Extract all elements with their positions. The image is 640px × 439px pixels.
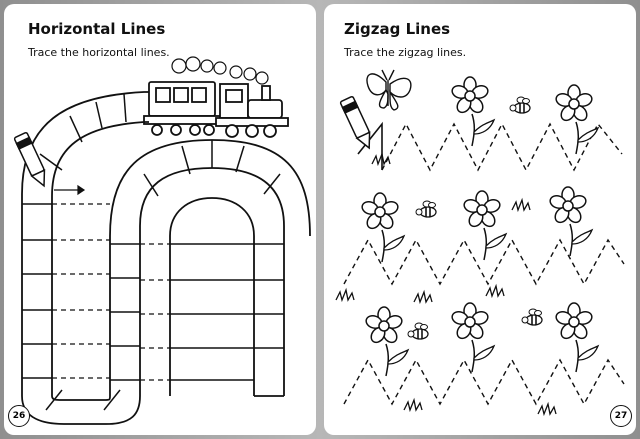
page-title: Horizontal Lines [28,20,166,38]
track-icon [21,91,311,425]
left-page: Horizontal Lines Trace the horizontal li… [4,4,316,435]
zigzag-illustration [335,69,625,415]
grass-icon [335,153,557,415]
butterfly-icon [366,69,412,111]
page-number: 26 [8,405,30,427]
trace-lines [52,203,170,381]
page-number: 27 [610,405,632,427]
page-title: Zigzag Lines [344,20,451,38]
track-illustration [13,56,311,425]
crayon-icon [13,131,46,188]
train-icon [143,81,289,138]
flower-icon [359,76,599,377]
track-ties [22,93,284,411]
zigzag-trace-lines [343,122,625,406]
instruction-text: Trace the horizontal lines. [28,46,170,59]
steam-icon [171,56,269,85]
instruction-text: Trace the zigzag lines. [344,46,467,59]
crayon-icon [339,95,371,150]
arrow-icon [54,184,86,196]
right-page: Zigzag Lines Trace the zigzag lines. [324,4,636,435]
